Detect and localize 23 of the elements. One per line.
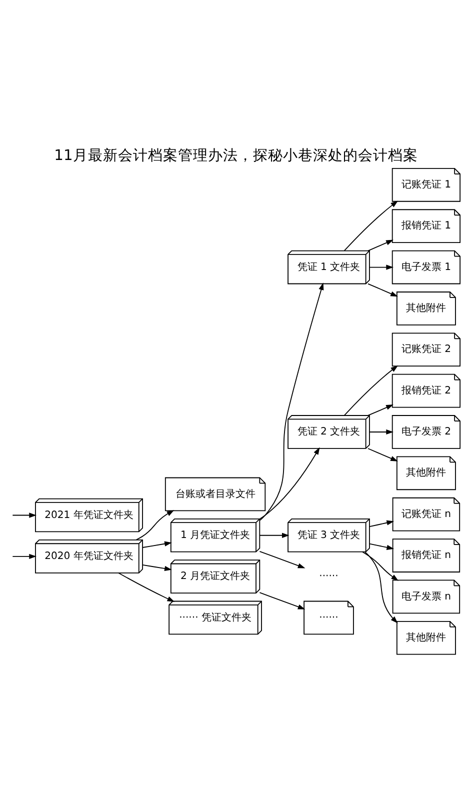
arrow xyxy=(369,429,394,435)
node-text: ······ xyxy=(319,571,338,582)
arrow xyxy=(12,512,36,518)
arrow xyxy=(136,510,174,540)
arrow xyxy=(369,520,394,528)
arrow xyxy=(368,283,398,297)
arrow xyxy=(142,541,172,548)
arrow xyxy=(259,550,306,568)
arrow xyxy=(368,448,398,462)
arrow xyxy=(368,404,394,416)
diagram-title: 11月最新会计档案管理办法，探秘小巷深处的会计档案 xyxy=(54,147,418,164)
arrow xyxy=(259,592,306,610)
arrow xyxy=(344,200,398,252)
arrow xyxy=(12,554,36,559)
arrow xyxy=(259,532,290,538)
arrow xyxy=(118,572,175,602)
arrow xyxy=(344,366,398,416)
arrow xyxy=(369,543,394,550)
arrow xyxy=(142,564,172,572)
arrow xyxy=(362,552,398,581)
arrow xyxy=(364,552,398,624)
arrow xyxy=(368,240,394,252)
arrow xyxy=(369,264,394,270)
